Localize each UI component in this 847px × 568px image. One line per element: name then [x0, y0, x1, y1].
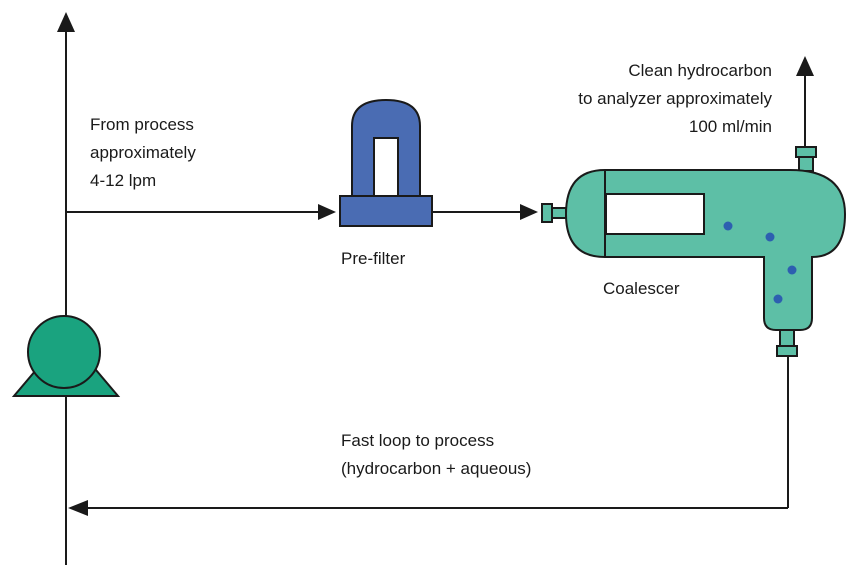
outlet-label-line2: to analyzer approximately: [578, 89, 772, 108]
prefilter-to-coalescer-line: [432, 204, 538, 220]
pump-icon: [11, 315, 121, 397]
outlet-label-line3: 100 ml/min: [689, 117, 772, 136]
inlet-label-line1: From process: [90, 115, 194, 134]
coalescer-label: Coalescer: [603, 279, 680, 298]
process-main-line: [57, 12, 75, 565]
right-arrow-icon: [318, 204, 336, 220]
up-arrow-icon: [57, 12, 75, 32]
inlet-label-line3: 4-12 lpm: [90, 171, 156, 190]
right-arrow-icon: [520, 204, 538, 220]
outlet-label-line1: Clean hydrocarbon: [628, 61, 772, 80]
droplet-dot: [787, 265, 797, 275]
inlet-line: [66, 204, 336, 220]
prefilter-icon: [339, 98, 433, 227]
return-label-line2: (hydrocarbon + aqueous): [341, 459, 531, 478]
left-arrow-icon: [68, 500, 88, 516]
return-label-line1: Fast loop to process: [341, 431, 494, 450]
droplet-dot: [773, 294, 783, 304]
coalescer-icon: [541, 146, 847, 357]
prefilter-label: Pre-filter: [341, 249, 406, 268]
up-arrow-icon: [796, 56, 814, 76]
analyzer-outlet-line: [796, 56, 814, 147]
inlet-label-line2: approximately: [90, 143, 196, 162]
fast-loop-return-line: [68, 356, 789, 516]
droplet-dot: [723, 221, 733, 231]
droplet-dot: [765, 232, 775, 242]
